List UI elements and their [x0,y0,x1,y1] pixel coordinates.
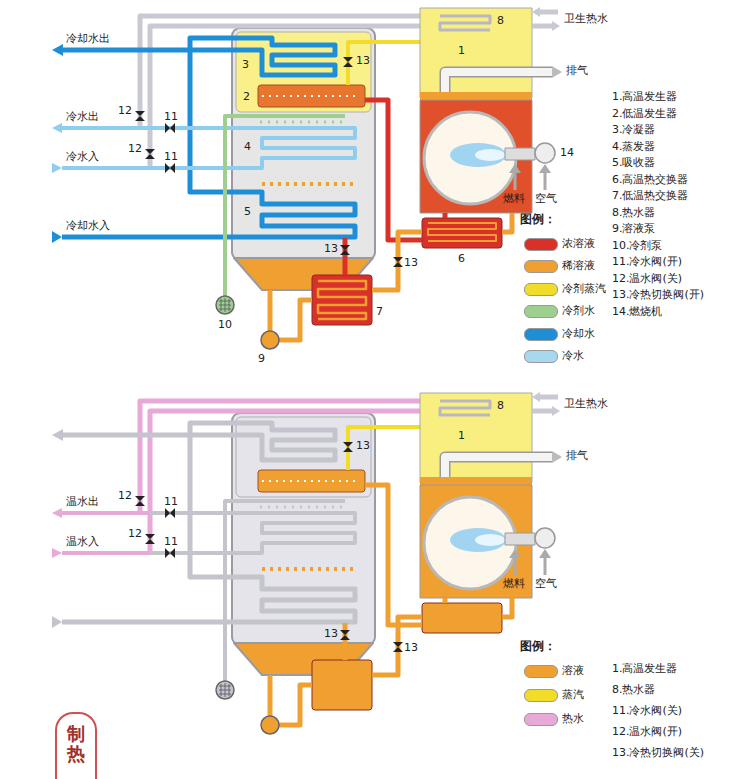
pipe-label: 温水出 [66,495,99,508]
part-list-item: 14.燃烧机 [612,305,663,318]
part-list-item: 7.低温热交换器 [612,189,689,202]
legend-swatch [524,283,558,296]
part-list-item: 6.高温热交换器 [612,173,689,186]
part-list-item: 2.低温发生器 [612,107,678,120]
callout-number: 8 [497,14,504,27]
callout-number: 13 [404,641,418,654]
legend-swatch [524,238,558,251]
legend-swatch [524,260,558,273]
legend-swatch [524,665,558,678]
callout-number: 10 [218,318,232,331]
legend-swatch [524,328,558,341]
callout-number: 13 [324,242,338,255]
legend-swatch [524,305,558,318]
pipe-label: 冷却水出 [66,32,110,45]
callout-number: 9 [258,352,265,365]
part-list-item: 5.吸收器 [612,156,656,169]
callout-number: 11 [164,150,178,163]
legend-text: 蒸汽 [562,688,584,701]
callout-number: 13 [356,439,370,452]
legend-text: 冷水 [562,349,584,362]
pipe-label: 冷却水入 [66,219,110,232]
callout-number: 13 [404,256,418,269]
pipe-label: 空气 [535,192,557,205]
legend-text: 浓溶液 [562,237,595,250]
pipe-label: 排气 [566,64,588,77]
callout-number: 8 [497,399,504,412]
mode-title: 制热 [67,724,85,764]
part-list-item: 12.温水阀(关) [612,272,682,285]
heating-mode-plant [52,392,562,734]
callout-number: 12 [128,142,142,155]
pipe-label: 燃料 [503,577,525,590]
pipe-label: 卫生热水 [564,397,608,410]
legend-swatch [524,713,558,726]
legend-text: 冷却水 [562,327,595,340]
part-list-item: 8.热水器 [612,683,656,696]
legend-heading: 图例： [520,640,556,653]
callout-number: 4 [244,140,251,153]
part-list-item: 11.冷水阀(开) [612,255,682,268]
part-list-item: 8.热水器 [612,206,656,219]
part-list-item: 13.冷热切换阀(开) [612,288,704,301]
part-list-item: 12.温水阀(开) [612,725,682,738]
callout-number: 6 [458,252,465,265]
legend-swatch [524,350,558,363]
part-list-item: 9.溶液泵 [612,222,656,235]
part-list-item: 3.冷凝器 [612,123,656,136]
pipe-label: 排气 [566,449,588,462]
pipe-label: 温水入 [66,535,99,548]
legend-text: 溶液 [562,664,584,677]
callout-number: 12 [128,527,142,540]
cooling-mode-plant [52,7,562,349]
callout-number: 11 [164,495,178,508]
pipe-label: 空气 [535,577,557,590]
callout-number: 12 [118,104,132,117]
callout-number: 1 [458,44,465,57]
legend-text: 冷剂水 [562,304,595,317]
part-list-item: 1.高温发生器 [612,662,678,675]
callout-number: 14 [560,146,574,159]
callout-number: 2 [243,90,250,103]
legend-text: 热水 [562,712,584,725]
callout-number: 11 [164,535,178,548]
mode-tab: 制热 [55,712,97,779]
pipe-label: 冷水出 [66,110,99,123]
callout-number: 13 [324,627,338,640]
legend-heading: 图例： [520,213,556,226]
pipe-label: 冷水入 [66,150,99,163]
part-list-item: 13.冷热切换阀(关) [612,746,704,759]
legend-swatch [524,689,558,702]
legend-text: 冷剂蒸汽 [562,282,606,295]
callout-number: 11 [164,110,178,123]
legend-text: 稀溶液 [562,259,595,272]
callout-number: 12 [118,489,132,502]
callout-number: 13 [356,54,370,67]
pipe-label: 卫生热水 [564,12,608,25]
pipe-label: 燃料 [503,192,525,205]
part-list-item: 4.蒸发器 [612,140,656,153]
callout-number: 5 [244,205,251,218]
part-list-item: 1.高温发生器 [612,90,678,103]
callout-number: 3 [242,58,249,71]
callout-number: 1 [458,429,465,442]
part-list-item: 11.冷水阀(关) [612,704,682,717]
part-list-item: 10.冷剂泵 [612,239,663,252]
callout-number: 7 [376,305,383,318]
